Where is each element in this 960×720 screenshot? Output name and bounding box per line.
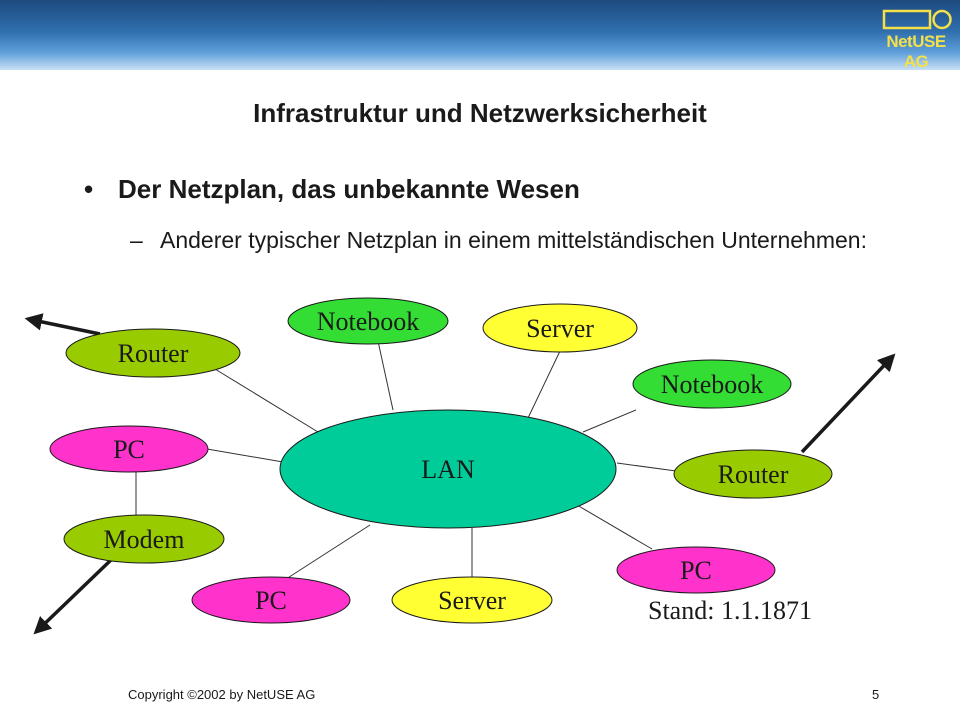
node-notebook-right: Notebook [632, 359, 792, 409]
node-router-left-label: Router [118, 339, 189, 368]
node-pc-left-ellipse [49, 425, 209, 473]
connector-notebook-right [582, 409, 637, 433]
sub-bullet-dash: – [130, 227, 143, 253]
connector-pc-left [206, 448, 284, 463]
node-pc-bottom: PC [191, 576, 351, 624]
node-notebook-top-ellipse [287, 297, 449, 345]
arrow-modem [33, 557, 114, 635]
header-bar: NetUSE AG [0, 0, 960, 71]
node-notebook-top-label: Notebook [317, 307, 420, 336]
node-lan: LAN [279, 409, 617, 529]
node-notebook-top: Notebook [287, 297, 449, 345]
bullet-item: • Der Netzplan, das unbekannte Wesen [84, 174, 580, 205]
logo-text: NetUSE AG [886, 32, 946, 71]
node-server-top: Server [482, 303, 638, 353]
node-pc-left: PC [49, 425, 209, 473]
arrow-router-left [24, 313, 101, 336]
slide-title: Infrastruktur und Netzwerksicherheit [253, 98, 707, 128]
node-server-top-label: Server [526, 314, 594, 343]
node-pc-right: PC [616, 546, 776, 594]
lan-label: LAN [421, 455, 475, 484]
lan-ellipse [279, 409, 617, 529]
node-server-bottom-ellipse [391, 576, 553, 624]
node-pc-right-label: PC [680, 556, 712, 585]
node-server-bottom-label: Server [438, 586, 506, 615]
footer-copyright: Copyright ©2002 by NetUSE AG [128, 687, 316, 702]
connector-notebook-top [377, 340, 394, 411]
netuse-logo: NetUSE AG [878, 8, 954, 71]
connector-pc-right [576, 504, 653, 550]
connector-server-top [527, 350, 561, 419]
connector-router-right [616, 462, 677, 472]
connector-router-left [214, 368, 319, 433]
logo-mark-icon [882, 9, 952, 30]
node-router-right-label: Router [718, 460, 789, 489]
node-router-left-ellipse [65, 328, 241, 378]
arrow-router-right [800, 353, 896, 454]
node-pc-bottom-label: PC [255, 586, 287, 615]
node-modem-label: Modem [104, 525, 185, 554]
connectors [135, 340, 677, 582]
node-notebook-right-ellipse [632, 359, 792, 409]
sub-bullet-text: Anderer typischer Netzplan in einem mitt… [160, 227, 867, 253]
bullet-text: Der Netzplan, das unbekannte Wesen [118, 174, 580, 204]
node-router-right-ellipse [673, 449, 833, 499]
page-number: 5 [872, 687, 880, 702]
external-arrows [24, 313, 896, 635]
node-server-bottom: Server [391, 576, 553, 624]
stand-date: Stand: 1.1.1871 [648, 596, 812, 625]
node-pc-left-label: PC [113, 435, 145, 464]
node-pc-bottom-ellipse [191, 576, 351, 624]
node-pc-right-ellipse [616, 546, 776, 594]
connector-pc-bottom [282, 524, 371, 582]
bullet-dot-icon: • [84, 174, 94, 204]
node-modem: Modem [63, 514, 225, 564]
node-router-left: Router [65, 328, 241, 378]
node-router-right: Router [673, 449, 833, 499]
node-server-top-ellipse [482, 303, 638, 353]
sub-bullet-item: – Anderer typischer Netzplan in einem mi… [130, 226, 890, 255]
node-notebook-right-label: Notebook [661, 370, 764, 399]
node-modem-ellipse [63, 514, 225, 564]
